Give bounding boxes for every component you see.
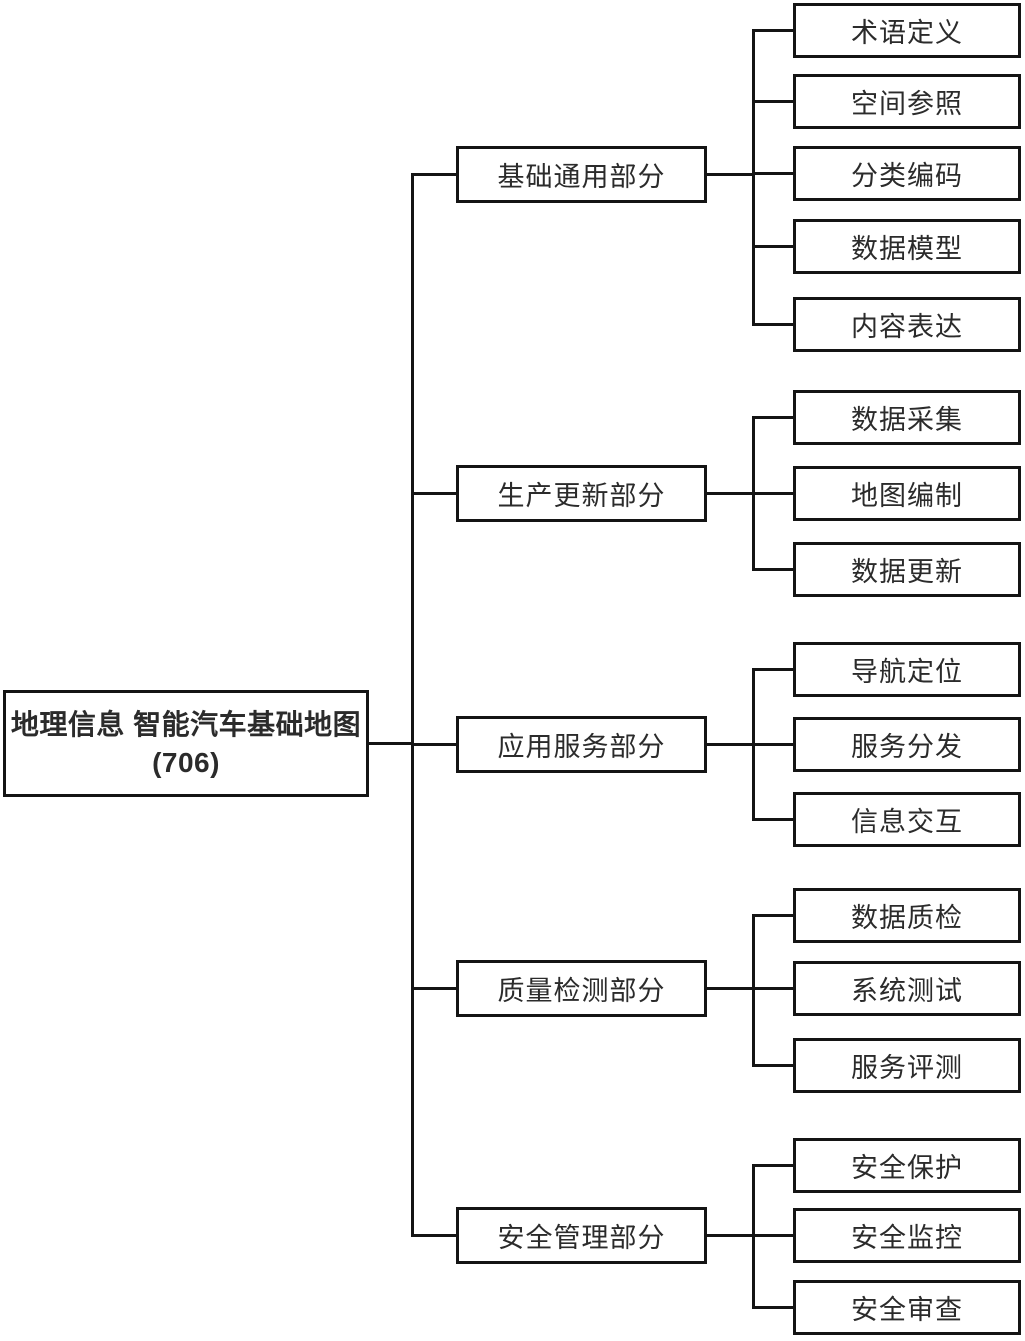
leaf-node: 安全监控: [793, 1208, 1021, 1263]
connector-line: [707, 173, 755, 176]
connector-line: [752, 568, 793, 571]
connector-line: [411, 987, 456, 990]
connector-line: [707, 1234, 755, 1237]
leaf-node: 术语定义: [793, 3, 1021, 58]
connector-line: [752, 492, 793, 495]
connector-line: [752, 172, 793, 175]
leaf-node: 内容表达: [793, 297, 1021, 352]
connector-line: [707, 492, 755, 495]
leaf-node: 服务评测: [793, 1038, 1021, 1093]
connector-line: [752, 323, 793, 326]
connector-line: [752, 1164, 793, 1167]
connector-line: [752, 1064, 793, 1067]
connector-line: [707, 743, 755, 746]
connector-line: [752, 1234, 793, 1237]
leaf-node: 数据更新: [793, 542, 1021, 597]
root-title: 地理信息 智能汽车基础地图: [10, 708, 362, 740]
leaf-node: 数据质检: [793, 888, 1021, 943]
connector-line: [752, 987, 793, 990]
branch-node-quality-inspection: 质量检测部分: [456, 960, 707, 1017]
leaf-node: 分类编码: [793, 146, 1021, 201]
root-node: 地理信息 智能汽车基础地图 (706): [3, 690, 369, 797]
connector-line: [411, 492, 456, 495]
root-code: (706): [152, 746, 220, 778]
connector-line: [752, 29, 755, 326]
connector-line: [752, 245, 793, 248]
connector-line: [752, 914, 793, 917]
connector-line: [752, 914, 755, 1067]
leaf-node: 数据模型: [793, 219, 1021, 274]
connector-line: [369, 742, 414, 745]
connector-line: [411, 743, 456, 746]
leaf-node: 数据采集: [793, 390, 1021, 445]
connector-line: [411, 173, 414, 1237]
connector-line: [752, 1306, 793, 1309]
leaf-node: 信息交互: [793, 792, 1021, 847]
leaf-node: 安全保护: [793, 1138, 1021, 1193]
leaf-node: 系统测试: [793, 961, 1021, 1016]
connector-line: [752, 668, 793, 671]
connector-line: [411, 173, 456, 176]
leaf-node: 空间参照: [793, 74, 1021, 129]
leaf-node: 地图编制: [793, 466, 1021, 521]
connector-line: [707, 987, 755, 990]
connector-line: [752, 743, 793, 746]
connector-line: [411, 1234, 456, 1237]
connector-line: [752, 818, 793, 821]
leaf-node: 安全审查: [793, 1280, 1021, 1335]
connector-line: [752, 29, 793, 32]
branch-node-basic-general: 基础通用部分: [456, 146, 707, 203]
connector-line: [752, 100, 793, 103]
branch-node-security-management: 安全管理部分: [456, 1207, 707, 1264]
branch-node-production-update: 生产更新部分: [456, 465, 707, 522]
branch-node-application-service: 应用服务部分: [456, 716, 707, 773]
leaf-node: 服务分发: [793, 717, 1021, 772]
leaf-node: 导航定位: [793, 642, 1021, 697]
connector-line: [752, 416, 793, 419]
